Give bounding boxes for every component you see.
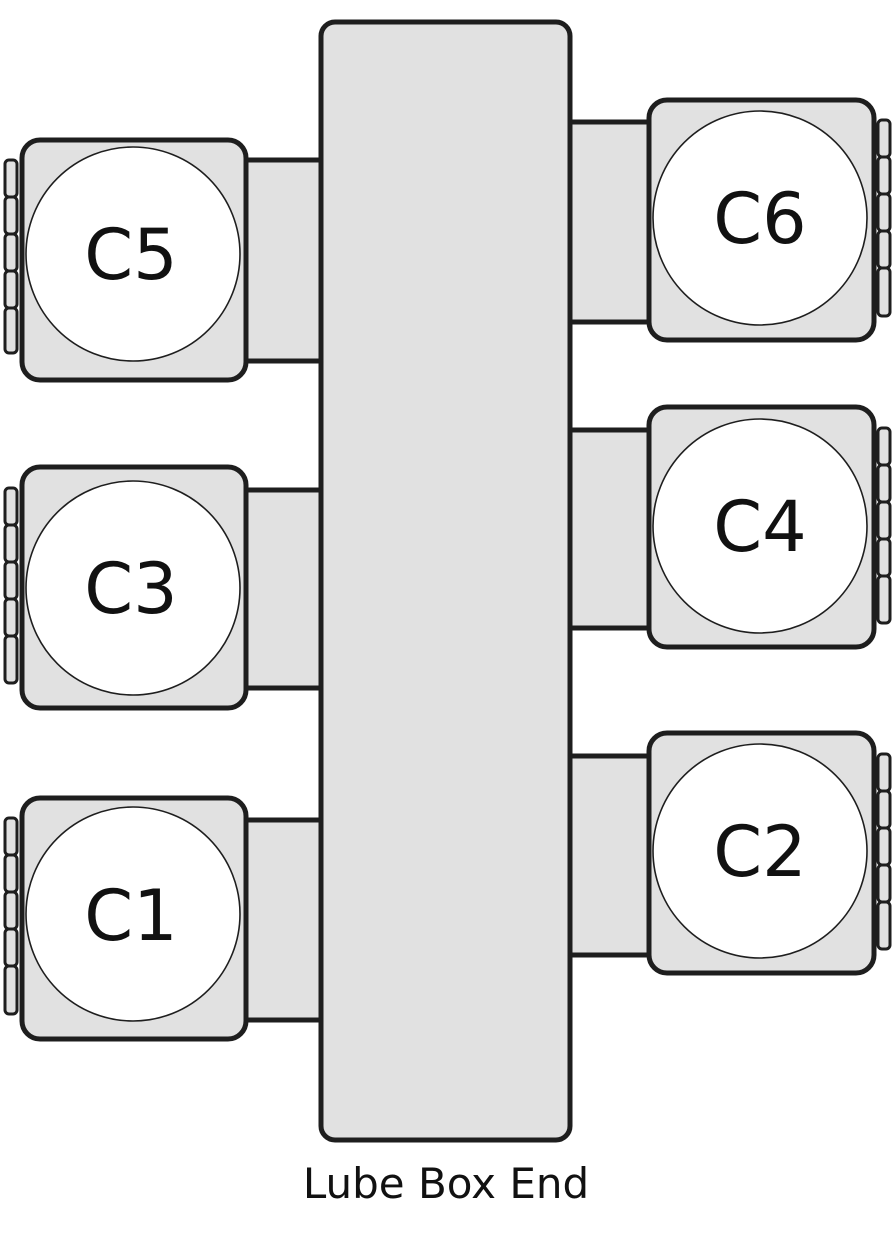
connector-stem	[243, 487, 324, 691]
port-label-c5: C5	[84, 214, 177, 296]
port-circle	[652, 418, 868, 634]
manifold-block	[318, 19, 573, 1143]
port-label-c4: C4	[713, 486, 806, 568]
connector-stem	[567, 427, 652, 631]
port-circle	[25, 146, 241, 362]
knurl-ridges	[3, 816, 19, 1016]
port-c5: C5	[3, 137, 324, 383]
port-label-c3: C3	[84, 548, 177, 630]
connector-stem	[243, 157, 324, 364]
knurl-ridges	[876, 426, 892, 625]
knurl-ridges	[3, 486, 19, 685]
port-c1: C1	[3, 795, 324, 1042]
port-c6: C6	[567, 97, 892, 343]
port-label-c1: C1	[84, 875, 177, 957]
port-circle	[25, 806, 241, 1022]
knurl-ridges	[876, 752, 892, 951]
connector-stem	[567, 753, 652, 958]
knurl-ridges	[3, 158, 19, 355]
connector-stem	[243, 817, 324, 1023]
port-circle	[652, 110, 868, 326]
diagram-caption: Lube Box End	[303, 1159, 589, 1208]
port-c3: C3	[3, 464, 324, 711]
port-c2: C2	[567, 730, 892, 976]
connector-stem	[567, 119, 652, 325]
port-c4: C4	[567, 404, 892, 650]
port-label-c2: C2	[713, 811, 806, 893]
port-circle	[652, 743, 868, 959]
port-circle	[25, 480, 241, 696]
port-label-c6: C6	[713, 178, 806, 260]
knurl-ridges	[876, 118, 892, 318]
